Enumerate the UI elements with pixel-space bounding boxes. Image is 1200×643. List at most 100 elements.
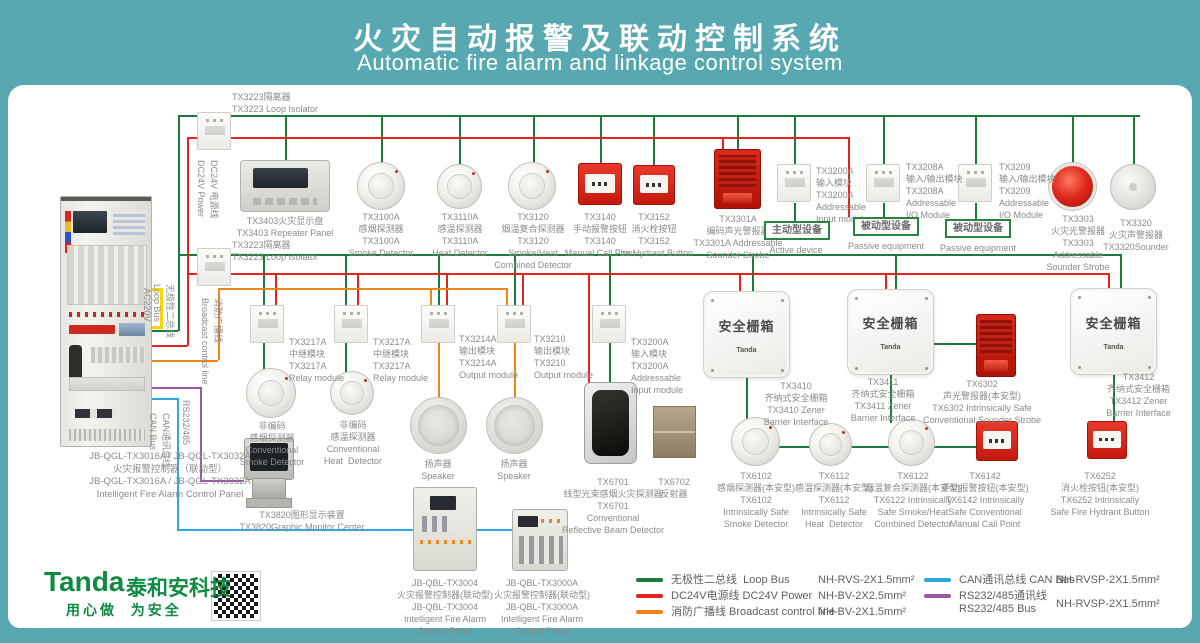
- heat-detector-label: TX3110A 感温探测器 TX3110A Heat Detector: [432, 212, 488, 258]
- wire-loop-bus: [746, 378, 748, 420]
- wire-broadcast: [430, 288, 432, 305]
- panel-screen: [430, 496, 456, 510]
- wire-loop-bus: [459, 115, 461, 165]
- is-manual-call-point: [976, 421, 1018, 461]
- legend-swatch-dc24v: [636, 594, 663, 598]
- cabinet-keypad-2: [91, 347, 145, 363]
- wire-loop-bus: [178, 254, 1120, 256]
- wire-loop-bus: [381, 115, 383, 163]
- tanda-logo-small: Tanda: [736, 346, 757, 354]
- tanda-logo-small: Tanda: [880, 344, 901, 351]
- wire-loop-bus: [600, 115, 602, 164]
- legend-can: CAN通讯总线 CAN Bus: [959, 574, 1075, 586]
- zener-barrier-box-2: 安全栅箱 Tanda: [847, 289, 934, 375]
- wire-ac220v: [150, 288, 163, 291]
- cabinet-indicator-chips: [65, 211, 71, 253]
- cabinet-red-strip: [69, 325, 115, 334]
- legend-swatch-rs485: [924, 594, 951, 598]
- fire-beacon-label: TX3303 火灾光警报器 TX3303 Addressable Sounder…: [1046, 214, 1110, 272]
- reflective-beam-detector: [584, 382, 637, 464]
- wire-loop-bus: [849, 446, 889, 448]
- conventional-heat-detector: [330, 371, 374, 415]
- input-module: [777, 164, 811, 202]
- wire-loop-bus: [178, 115, 1140, 117]
- panel-tx3004-label: JB-QBL-TX3004 火灾报警控制器(联动型) JB-QBL-TX3004…: [397, 578, 493, 636]
- legend-swatch-broadcast: [636, 610, 663, 614]
- broadcast-wire-label: 消防广播线 Broadcast control line: [200, 298, 223, 385]
- legend-dc24v-spec: NH-BV-2X2.5mm²: [818, 590, 907, 602]
- barrier-box-title: 安全栅箱: [1085, 315, 1142, 331]
- loop-isolator-2: [197, 248, 231, 286]
- cabinet-keypad: [113, 211, 145, 235]
- loop-bus-wire-label: 无极性二总线 Loop Bus: [152, 284, 175, 339]
- wire-ac220v: [160, 288, 163, 328]
- wire-loop-bus: [345, 254, 347, 305]
- wire-loop-bus: [934, 446, 978, 448]
- io-module-label: TX3208A 输入/输出模块 TX3208A Addressable I/O …: [906, 162, 963, 220]
- wire-loop-bus: [150, 330, 178, 332]
- tanda-logo-small: Tanda: [1103, 343, 1124, 351]
- rs485-wire-label: RS232/485: [181, 400, 191, 446]
- wire-rs485: [150, 387, 200, 389]
- is-smoke-label: TX6102 感烟探测器(本安型) TX6102 Intrinsically S…: [717, 471, 795, 529]
- output-module-label: TX3214A 输出模块 TX3214A Output module: [459, 334, 519, 380]
- output-module-label: TX3210 输出模块 TX3210 Output module: [534, 334, 594, 380]
- conventional-heat-label: 非编码 感温探测器 Conventional Heat Detector: [323, 420, 383, 466]
- io-module-label: TX3209 输入/输出模块 TX3209 Addressable I/O Mo…: [999, 162, 1056, 220]
- cabinet-zone-slots: [67, 245, 147, 305]
- wire-dc24v: [739, 273, 741, 292]
- barrier-3-label: TX3412 齐纳式安全栅箱 TX3412 Zener Barrier Inte…: [1106, 372, 1171, 418]
- is-fire-hydrant-button: [1087, 421, 1127, 459]
- output-module: [497, 305, 531, 343]
- active-device-box: 主动型设备: [764, 221, 830, 240]
- wire-can-bus: [177, 529, 513, 531]
- wire-broadcast: [150, 360, 218, 362]
- brand-name-zh: 泰和安科技: [126, 577, 231, 600]
- monitor-base: [246, 498, 292, 508]
- zener-barrier-box-1: 安全栅箱 Tanda: [703, 291, 790, 378]
- wire-loop-bus: [737, 115, 739, 151]
- brand-logo: Tanda: [44, 566, 125, 597]
- wire-loop-bus: [178, 115, 180, 331]
- wire-loop-bus: [1072, 115, 1074, 165]
- fire-hydrant-button: [633, 165, 675, 205]
- cabinet-led-row: [69, 312, 145, 317]
- wire-loop-bus: [883, 203, 885, 219]
- wire-loop-bus: [345, 343, 347, 374]
- panel-slots: [519, 536, 563, 564]
- manual-call-point-label: TX3140 手动报警按钮 TX3140 Manual Call Point: [564, 212, 636, 258]
- fire-alarm-panel-tx3000a: [512, 509, 568, 571]
- wire-dc24v: [187, 137, 189, 346]
- smoke-detector-label: TX3100A 感烟探测器 TX3100A Smoke Detector: [348, 212, 414, 258]
- is-smoke-detector: [731, 417, 780, 466]
- relay-module-label: TX3217A 中继模块 TX3217A Relay module: [373, 337, 429, 383]
- wire-loop-bus: [895, 254, 897, 290]
- fire-sounder: [1110, 164, 1156, 210]
- legend-loop-bus-spec: NH-RVS-2X1.5mm²: [818, 574, 915, 586]
- passive-device-en: Passive equipment: [847, 241, 925, 251]
- panel-tx3000a-label: JB-QBL-TX3000A 火灾报警控制器(联动型) JB-QBL-TX300…: [494, 578, 590, 636]
- loop-isolator-1: [197, 112, 231, 150]
- wire-broadcast: [514, 343, 516, 398]
- smoke-detector: [357, 162, 405, 210]
- fire-beacon: [1049, 163, 1096, 210]
- monitor-screen: [244, 438, 294, 480]
- combined-detector: [508, 162, 556, 210]
- panel-keys: [422, 516, 452, 532]
- cabinet-display: [119, 323, 145, 336]
- is-sounder-label: TX6302 声光警报器(本安型) TX6302 Intrinsically S…: [922, 379, 1042, 425]
- wire-dc24v: [588, 273, 590, 384]
- fire-alarm-panel-tx3004: [413, 487, 477, 571]
- wire-can-bus: [177, 398, 179, 529]
- cabinet-top-strip: [61, 197, 151, 201]
- wire-can-bus: [150, 398, 177, 400]
- legend-broadcast-spec: NH-BV-2X1.5mm²: [818, 606, 907, 618]
- wire-loop-bus: [533, 115, 535, 163]
- speaker: [410, 397, 467, 454]
- relay-module: [334, 305, 368, 343]
- fire-hydrant-button-label: TX3152 消火栓按钮 TX3152 Fire Hydrant Button: [614, 212, 694, 258]
- wire-dc24v: [885, 273, 887, 290]
- repeater-panel-label: TX3403火灾显示盘 TX3403 Repeater Panel: [236, 216, 334, 238]
- passive-device-box: 被动型设备: [853, 217, 919, 236]
